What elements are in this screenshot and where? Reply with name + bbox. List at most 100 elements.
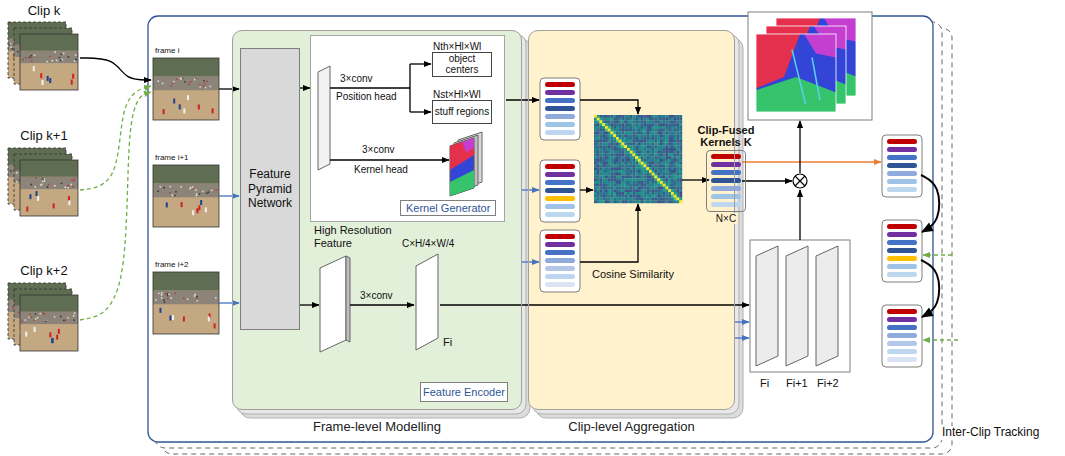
matrix-cell [619, 137, 622, 140]
matrix-cell [633, 148, 636, 151]
matrix-cell [641, 173, 644, 176]
matrix-cell [649, 187, 652, 190]
matrix-cell [652, 200, 655, 203]
matrix-cell [630, 192, 633, 195]
matrix-cell [600, 181, 603, 184]
matrix-cell [622, 162, 625, 165]
matrix-cell [619, 121, 622, 124]
matrix-cell [655, 126, 658, 129]
matrix-cell [668, 198, 671, 201]
matrix-cell [655, 145, 658, 148]
matrix-cell [641, 126, 644, 129]
matrix-cell [655, 132, 658, 135]
matrix-cell [619, 170, 622, 173]
matrix-cell [608, 167, 611, 170]
matrix-cell [655, 184, 658, 187]
matrix-cell [649, 118, 652, 121]
matrix-cell [646, 189, 649, 192]
photo-dot [170, 85, 172, 87]
matrix-cell [594, 151, 597, 154]
matrix-cell [652, 129, 655, 132]
matrix-cell [622, 165, 625, 168]
matrix-cell [641, 118, 644, 121]
photo-dot [35, 177, 37, 179]
photo-player [26, 207, 28, 212]
matrix-cell [638, 137, 641, 140]
matrix-cell [649, 178, 652, 181]
photo-dot [46, 61, 48, 63]
photo-player [198, 205, 200, 210]
matrix-cell [674, 121, 677, 124]
matrix-cell [646, 134, 649, 137]
matrix-cell [655, 115, 658, 118]
matrix-cell [605, 187, 608, 190]
matrix-cell [663, 151, 666, 154]
matrix-cell [594, 200, 597, 203]
matrix-cell [624, 156, 627, 159]
matrix-cell [635, 143, 638, 146]
matrix-cell [605, 173, 608, 176]
matrix-cell [666, 115, 669, 118]
matrix-cell [622, 115, 625, 118]
feature-map-side [346, 256, 350, 342]
matrix-cell [613, 145, 616, 148]
matrix-cell [652, 132, 655, 135]
matrix-cell [657, 176, 660, 179]
matrix-cell [630, 162, 633, 165]
photo-dot [170, 297, 172, 299]
matrix-cell [613, 132, 616, 135]
matrix-cell [624, 129, 627, 132]
photo-player [159, 308, 161, 313]
matrix-cell [641, 189, 644, 192]
matrix-cell [633, 200, 636, 203]
matrix-cell [644, 118, 647, 121]
matrix-cell [627, 132, 630, 135]
matrix-cell [605, 198, 608, 201]
matrix-cell [597, 176, 600, 179]
matrix-cell [649, 121, 652, 124]
matrix-cell [646, 151, 649, 154]
matrix-cell [611, 181, 614, 184]
matrix-cell [655, 195, 658, 198]
matrix-cell [605, 162, 608, 165]
matrix-cell [605, 151, 608, 154]
matrix-cell [649, 151, 652, 154]
matrix-cell [663, 115, 666, 118]
photo-dot [44, 180, 46, 182]
matrix-cell [657, 143, 660, 146]
matrix-cell [608, 151, 611, 154]
matrix-cell [646, 143, 649, 146]
matrix-cell [635, 162, 638, 165]
kernel-stack: Clip-Fused Kernels KN×C [706, 150, 746, 212]
matrix-cell [600, 121, 603, 124]
photo-dot [161, 294, 163, 296]
matrix-cell [646, 132, 649, 135]
matrix-cell [652, 173, 655, 176]
matrix-cell [600, 184, 603, 187]
matrix-cell [608, 118, 611, 121]
matrix-cell [624, 134, 627, 137]
kernel-bar [711, 194, 741, 199]
photo-player [36, 191, 38, 196]
matrix-cell [597, 126, 600, 129]
matrix-cell [671, 192, 674, 195]
matrix-cell [657, 121, 660, 124]
matrix-cell [619, 151, 622, 154]
matrix-cell [624, 148, 627, 151]
matrix-cell [666, 129, 669, 132]
matrix-cell [677, 178, 680, 181]
matrix-cell [633, 134, 636, 137]
matrix-cell [641, 145, 644, 148]
matrix-cell [594, 173, 597, 176]
matrix-cell [608, 181, 611, 184]
matrix-cell [608, 176, 611, 179]
matrix-cell [649, 145, 652, 148]
matrix-cell [597, 173, 600, 176]
photo-dot [22, 59, 24, 61]
matrix-cell [624, 121, 627, 124]
matrix-cell [635, 145, 638, 148]
matrix-cell [597, 187, 600, 190]
matrix-cell [608, 184, 611, 187]
